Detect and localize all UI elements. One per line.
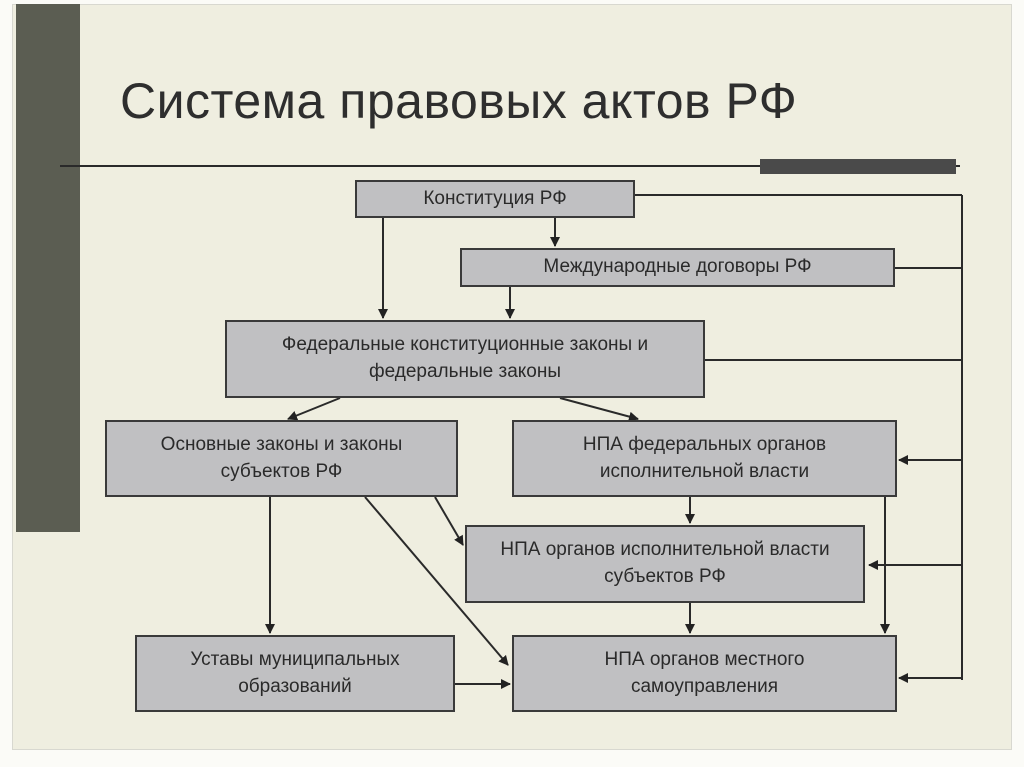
node-constitution: Конституция РФ (355, 180, 635, 218)
title-accent-bar (760, 159, 956, 174)
node-local-government: НПА органов местного самоуправления (512, 635, 897, 712)
node-regional-executive: НПА органов исполнительной власти субъек… (465, 525, 865, 603)
arrow-federal-to-regional-laws (287, 397, 341, 421)
arrow-regional-laws-to-local (364, 496, 509, 666)
arrow-regional-laws-to-regional-executive (434, 496, 464, 546)
arrow-federal-to-federal-executive (559, 397, 639, 422)
page-title: Система правовых актов РФ (120, 73, 798, 129)
decorative-side-bar (16, 4, 80, 532)
node-federal-laws: Федеральные конституционные законы и фед… (225, 320, 705, 398)
node-international-treaties: Международные договоры РФ (460, 248, 895, 287)
node-regional-laws: Основные законы и законы субъектов РФ (105, 420, 458, 497)
node-federal-executive: НПА федеральных органов исполнительной в… (512, 420, 897, 497)
node-municipal-charters: Уставы муниципальных образований (135, 635, 455, 712)
